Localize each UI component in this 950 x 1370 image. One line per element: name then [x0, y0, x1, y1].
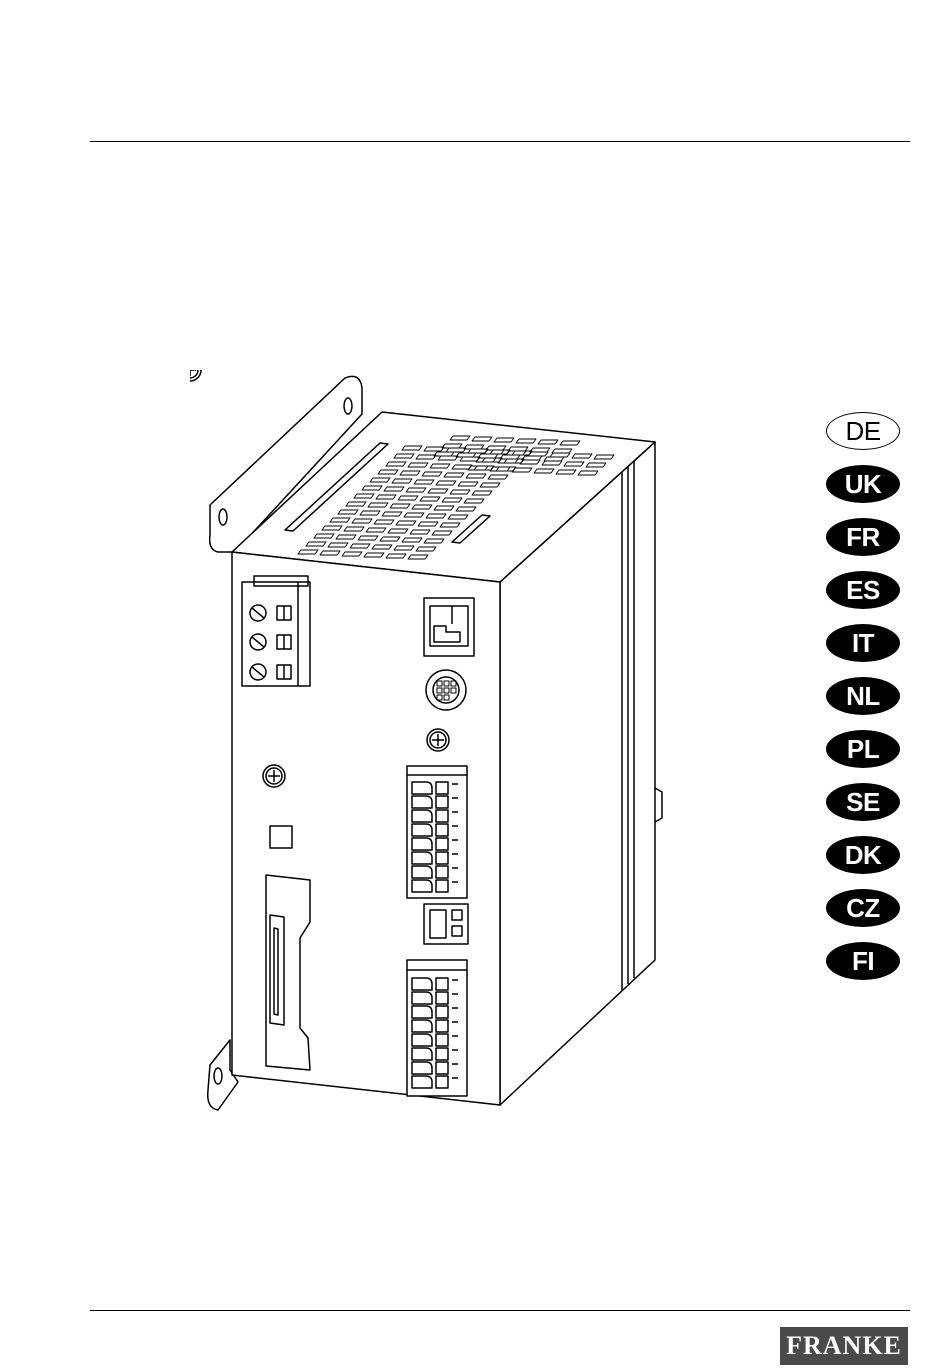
- language-badge-es[interactable]: ES: [826, 571, 900, 609]
- language-badge-uk[interactable]: UK: [826, 465, 900, 503]
- language-badge-nl[interactable]: NL: [826, 677, 900, 715]
- language-badge-cz[interactable]: CZ: [826, 889, 900, 927]
- language-badge-pl[interactable]: PL: [826, 730, 900, 768]
- language-badge-it[interactable]: IT: [826, 624, 900, 662]
- language-selector: DE UK FR ES IT NL PL SE DK CZ FI: [826, 412, 902, 995]
- language-badge-fr[interactable]: FR: [826, 518, 900, 556]
- language-badge-dk[interactable]: DK: [826, 836, 900, 874]
- language-badge-de[interactable]: DE: [826, 412, 900, 450]
- franke-logo: FRANKE: [780, 1327, 908, 1365]
- language-badge-fi[interactable]: FI: [826, 942, 900, 980]
- language-badge-se[interactable]: SE: [826, 783, 900, 821]
- bottom-rule: [90, 1310, 910, 1311]
- control-box-illustration: [190, 370, 680, 1120]
- top-rule: [90, 141, 910, 142]
- logo-text: FRANKE: [786, 1331, 902, 1361]
